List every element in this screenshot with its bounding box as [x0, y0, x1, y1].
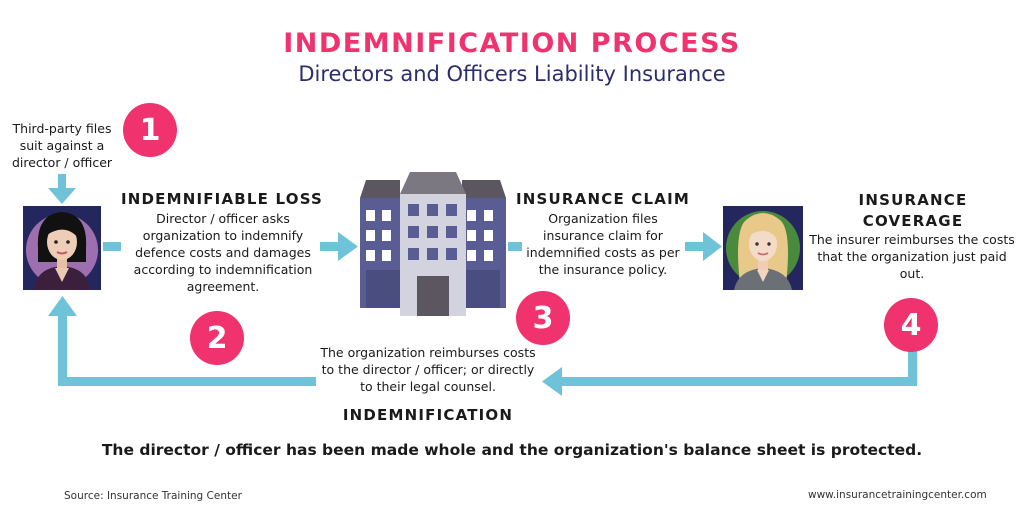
indemnification-text: The organization reimburses costs to the… — [320, 345, 536, 394]
source-credit: Source: Insurance Training Center — [64, 490, 242, 502]
trigger-text: Third-party files suit against a directo… — [11, 121, 113, 170]
step-2-heading: INDEMNIFIABLE LOSS — [120, 190, 324, 208]
arrow-insurer-to-organization — [542, 350, 917, 396]
step-2-text: Director / officer asks organization to … — [133, 211, 313, 294]
arrow-organization-to-director — [48, 296, 316, 386]
website-link[interactable]: www.insurancetrainingcenter.com — [808, 489, 987, 501]
arrow-trigger-to-director — [48, 174, 76, 204]
page-title: INDEMNIFICATION PROCESS — [283, 28, 741, 59]
step-badge-1: 1 — [123, 103, 177, 157]
step-3-heading: INSURANCE CLAIM — [516, 190, 690, 208]
step-3-text: Organization files insurance claim for i… — [526, 211, 680, 277]
step-badge-3: 3 — [516, 291, 570, 345]
indemnification-heading: INDEMNIFICATION — [342, 406, 514, 424]
arrow-organization-to-insurer — [508, 232, 722, 261]
step-badge-4: 4 — [884, 298, 938, 352]
director-portrait-icon — [23, 206, 101, 290]
step-4-text: The insurer reimburses the costs that th… — [809, 232, 1015, 281]
office-building-icon — [360, 172, 506, 316]
conclusion-text: The director / officer has been made who… — [101, 441, 923, 459]
arrow-director-to-organization — [103, 232, 358, 261]
step-badge-2: 2 — [190, 311, 244, 365]
insurer-portrait-icon — [723, 206, 803, 290]
step-4-heading: INSURANCE COVERAGE — [858, 191, 968, 230]
page-subtitle: Directors and Officers Liability Insuran… — [298, 62, 726, 86]
